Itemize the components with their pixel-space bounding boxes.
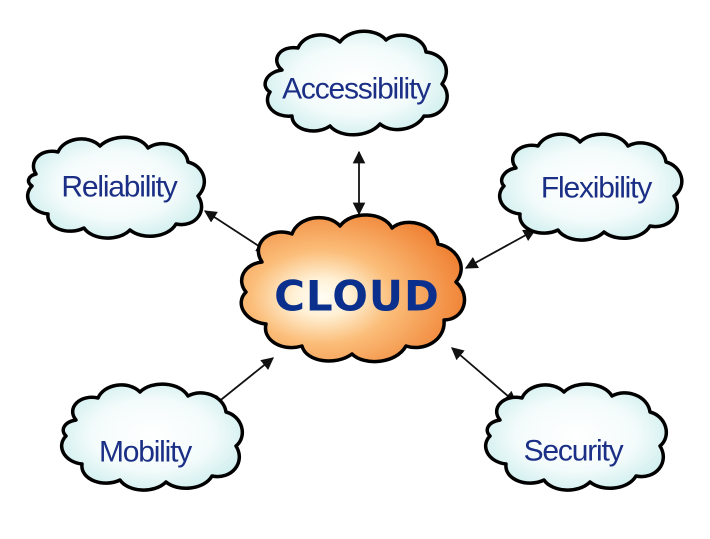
node-label: Accessibility bbox=[282, 73, 431, 106]
connector-security bbox=[451, 347, 517, 404]
node-label: Security bbox=[524, 435, 624, 468]
cloud-shape bbox=[263, 29, 449, 137]
cloud-shape bbox=[60, 382, 245, 492]
node-mobility: Mobility bbox=[60, 382, 245, 492]
node-label: Mobility bbox=[99, 436, 192, 469]
center-cloud-shape bbox=[239, 213, 467, 364]
node-label: Flexibility bbox=[541, 172, 652, 205]
node-flexibility: Flexibility bbox=[498, 132, 684, 242]
connector-reliability bbox=[203, 210, 270, 253]
connector-mobility bbox=[211, 357, 274, 408]
connector-flexibility bbox=[464, 229, 537, 269]
center-cloud: CLOUD bbox=[239, 213, 467, 364]
node-reliability: Reliability bbox=[26, 135, 207, 240]
cloud-shape bbox=[498, 132, 684, 242]
cloud-shape bbox=[26, 135, 207, 240]
center-label: CLOUD bbox=[274, 272, 440, 321]
node-label: Reliability bbox=[61, 171, 177, 204]
node-security: Security bbox=[484, 382, 669, 492]
cloud-shape bbox=[484, 382, 669, 492]
connectors bbox=[203, 150, 537, 408]
node-accessibility: Accessibility bbox=[263, 29, 449, 137]
